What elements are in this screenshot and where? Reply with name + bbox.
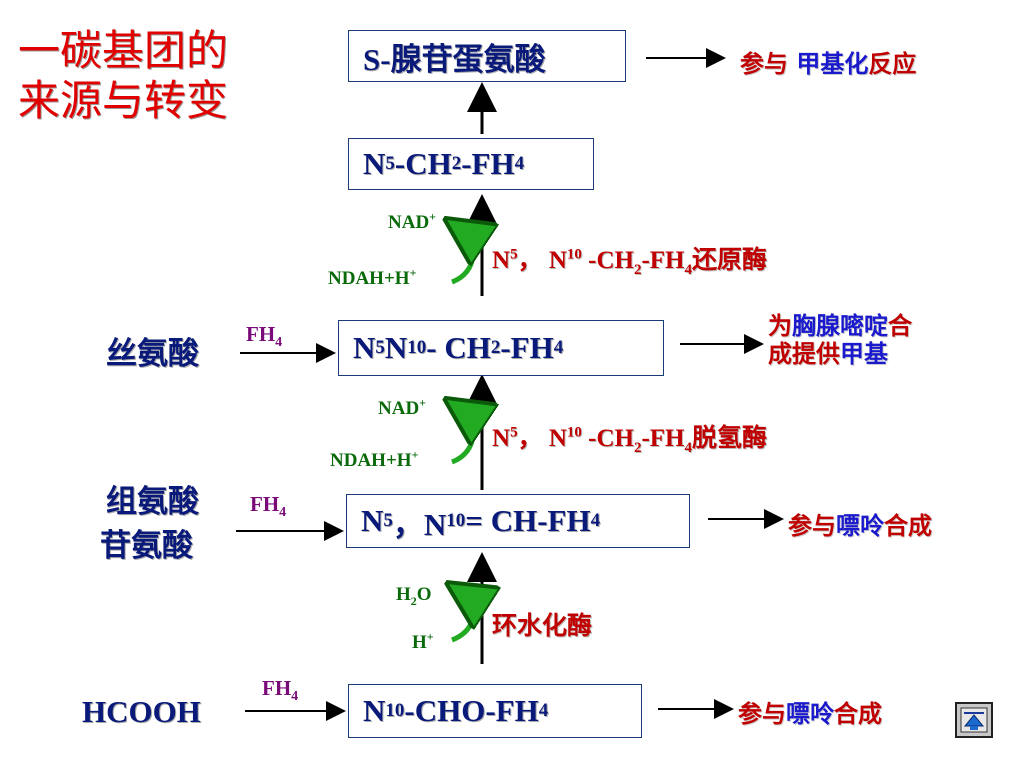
cofactor-nadh-2: NDAH+H+ xyxy=(330,447,419,471)
diagram-title: 一碳基团的 来源与转变 xyxy=(18,26,228,126)
cofactor-water: H2O xyxy=(396,584,432,608)
cofactor-nad-2: NAD+ xyxy=(378,395,427,419)
source-glycine: 苷氨酸 xyxy=(100,528,193,564)
home-up-button[interactable] xyxy=(955,702,993,738)
cofactor-nad-1: NAD+ xyxy=(388,209,437,233)
cofactor-proton: H+ xyxy=(412,629,434,653)
source-formate: HCOOH xyxy=(82,694,201,729)
title-line-1: 一碳基团的 xyxy=(18,26,229,75)
cofactor-curve-2 xyxy=(452,406,473,465)
source-histidine: 组氨酸 xyxy=(106,484,199,520)
enzyme-cyclohydrolase: 环水化酶 xyxy=(492,611,593,640)
title-line-2: 来源与转变 xyxy=(18,76,229,125)
fh4-label-formate: FH4 xyxy=(262,676,299,705)
note-sam: 参与 甲基化反应 xyxy=(740,50,917,78)
box-sam-label: S-腺苷蛋氨酸 xyxy=(363,41,546,77)
source-serine: 丝氨酸 xyxy=(106,336,199,372)
note-formyl: 参与嘌呤合成 xyxy=(738,700,882,728)
enzyme-dehydrogenase: N5， N10 -CH2-FH4脱氢酶 xyxy=(492,423,768,456)
note-methylene: 为胸腺嘧啶合 成提供甲基 xyxy=(768,312,912,368)
cofactor-curve-3 xyxy=(452,590,473,643)
enzyme-reductase: N5， N10 -CH2-FH4还原酶 xyxy=(492,245,768,278)
cofactor-curve-1 xyxy=(452,226,473,285)
box-sam: S-腺苷蛋氨酸 xyxy=(348,30,626,82)
cofactor-nadh-1: NDAH+H+ xyxy=(328,265,417,289)
fh4-label-histidine: FH4 xyxy=(250,492,287,521)
fh4-label-serine: FH4 xyxy=(246,322,283,351)
home-up-icon xyxy=(960,707,988,733)
note-methenyl: 参与嘌呤合成 xyxy=(788,512,932,540)
